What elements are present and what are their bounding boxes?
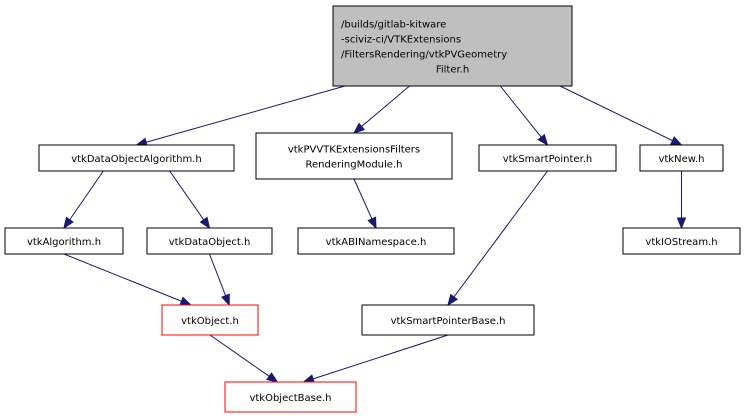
node-label: Filter.h	[436, 65, 469, 76]
node-vtkSmartPointer[interactable]: vtkSmartPointer.h	[478, 144, 617, 172]
node-label: -sciviz-ci/VTKExtensions	[341, 35, 461, 46]
edge-root-to-vtkNew	[559, 85, 673, 142]
edge-vtkSmartPointer-to-vtkSmartPointerBase	[453, 170, 548, 298]
node-label: vtkAlgorithm.h	[27, 237, 101, 248]
node-box[interactable]	[4, 227, 124, 255]
node-vtkPVVTKExtensionsFiltersRenderingModule[interactable]: vtkPVVTKExtensionsFiltersRenderingModule…	[255, 132, 453, 180]
node-label: vtkSmartPointerBase.h	[391, 316, 506, 327]
edge-vtkDataObject-to-vtkObject	[209, 253, 227, 296]
edge-vtkDataObjectAlgorithm-to-vtkAlgorithm	[69, 170, 104, 221]
node-label: vtkDataObjectAlgorithm.h	[71, 154, 202, 165]
node-box[interactable]	[255, 132, 453, 180]
arrowhead-icon	[179, 296, 193, 306]
arrowhead-icon	[199, 216, 211, 230]
node-box[interactable]	[622, 227, 741, 255]
node-box[interactable]	[639, 144, 724, 172]
node-label: /builds/gitlab-kitware	[341, 20, 446, 31]
node-box[interactable]	[297, 227, 455, 255]
arrowhead-icon	[669, 136, 683, 146]
node-vtkSmartPointerBase[interactable]: vtkSmartPointerBase.h	[361, 304, 535, 336]
node-vtkDataObjectAlgorithm[interactable]: vtkDataObjectAlgorithm.h	[38, 144, 235, 172]
node-vtkIOStream[interactable]: vtkIOStream.h	[622, 227, 741, 255]
arrowhead-icon	[63, 216, 74, 230]
edge-root-to-vtkSmartPointer	[499, 85, 542, 138]
arrowhead-icon	[367, 216, 377, 230]
node-box[interactable]	[224, 381, 357, 413]
node-label: vtkObjectBase.h	[249, 393, 331, 404]
node-label: /FiltersRendering/vtkPVGeometry	[341, 50, 507, 61]
node-box[interactable]	[161, 304, 259, 336]
node-box[interactable]	[361, 304, 535, 336]
edge-root-to-vtkPVVTKExtensionsFiltersRenderingModule	[361, 85, 410, 127]
node-label: RenderingModule.h	[306, 160, 403, 171]
node-vtkAlgorithm[interactable]: vtkAlgorithm.h	[4, 227, 124, 255]
node-label: vtkSmartPointer.h	[503, 154, 593, 165]
node-vtkObject[interactable]: vtkObject.h	[161, 304, 259, 336]
node-box[interactable]	[146, 227, 273, 255]
edge-vtkPVVTKExtensionsFiltersRenderingModule-to-vtkABINamespace	[353, 178, 373, 220]
node-box[interactable]	[478, 144, 617, 172]
edge-vtkAlgorithm-to-vtkObject	[63, 253, 182, 302]
arrowhead-icon	[537, 133, 549, 147]
arrowhead-icon	[220, 293, 230, 307]
node-vtkABINamespace[interactable]: vtkABINamespace.h	[297, 227, 455, 255]
arrowhead-icon	[352, 122, 366, 134]
arrowhead-icon	[266, 372, 279, 383]
node-box[interactable]	[38, 144, 235, 172]
arrowhead-icon	[447, 293, 459, 307]
edge-vtkDataObjectAlgorithm-to-vtkDataObject	[169, 170, 205, 221]
node-vtkNew[interactable]: vtkNew.h	[639, 144, 724, 172]
node-vtkDataObject[interactable]: vtkDataObject.h	[146, 227, 273, 255]
arrowhead-icon	[676, 217, 687, 230]
node-label: vtkIOStream.h	[645, 237, 717, 248]
node-label: vtkNew.h	[658, 154, 704, 165]
node-label: vtkObject.h	[181, 316, 239, 327]
node-box[interactable]	[332, 5, 573, 87]
node-label: vtkPVVTKExtensionsFilters	[288, 145, 420, 156]
node-label: vtkDataObject.h	[169, 237, 251, 248]
node-vtkObjectBase[interactable]: vtkObjectBase.h	[224, 381, 357, 413]
edge-vtkSmartPointerBase-to-vtkObjectBase	[312, 334, 449, 380]
node-label: vtkABINamespace.h	[326, 237, 427, 248]
edge-vtkObject-to-vtkObjectBase	[209, 334, 270, 377]
edge-root-to-vtkDataObjectAlgorithm	[145, 85, 346, 143]
node-root[interactable]: /builds/gitlab-kitware -sciviz-ci/VTKExte…	[332, 5, 573, 87]
nodes-layer: /builds/gitlab-kitware -sciviz-ci/VTKExte…	[4, 5, 741, 413]
